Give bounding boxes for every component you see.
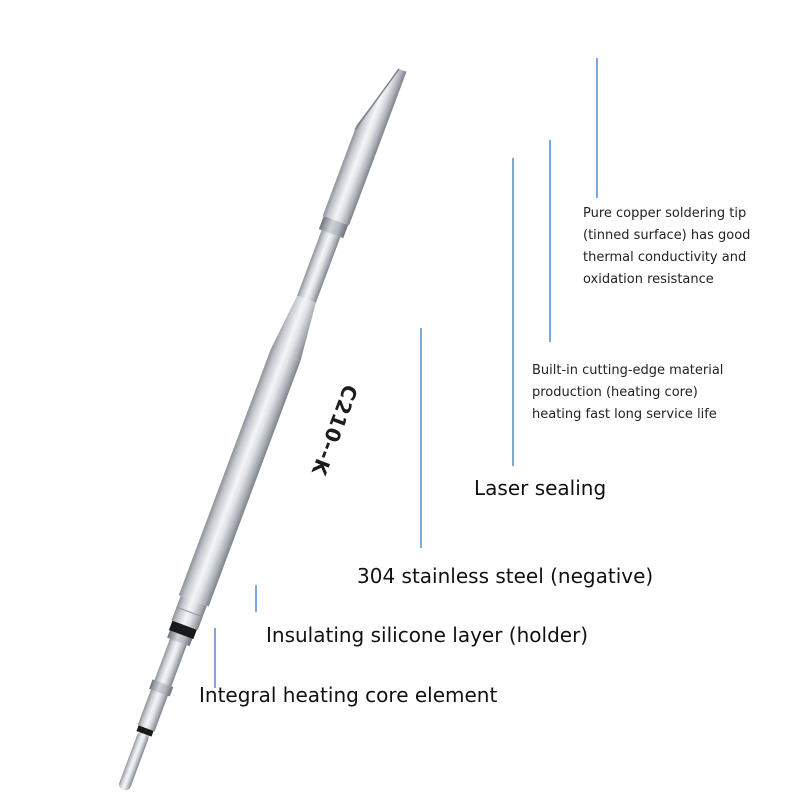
pin-black-ring (136, 723, 155, 737)
callout-silicone-layer: Insulating silicone layer (holder) (266, 623, 589, 647)
neck (297, 230, 341, 303)
callout-stainless-steel: 304 stainless steel (negative) (357, 564, 654, 588)
copper-tip (343, 68, 407, 170)
shaft-collar (149, 679, 174, 697)
silicone-black-ring (168, 620, 197, 640)
callout-heating-core-material: Built-in cutting-edge material productio… (532, 363, 724, 422)
pin-end (119, 731, 149, 791)
stainless-steel-body (178, 349, 301, 607)
callout-integral-heating-core: Integral heating core element (199, 683, 498, 707)
tip-sleeve (322, 159, 371, 226)
laser-sealing-band (318, 215, 349, 239)
body-taper (270, 295, 316, 361)
model-engraving: C210--K (306, 382, 362, 480)
soldering-tip-body (119, 68, 407, 791)
holder-collar (171, 595, 207, 631)
callout-copper-tip: Pure copper soldering tip (tinned surfac… (583, 206, 751, 287)
callout-laser-sealing: Laser sealing (474, 476, 607, 500)
holder-ring (167, 628, 194, 647)
leader-lines (214, 58, 598, 688)
